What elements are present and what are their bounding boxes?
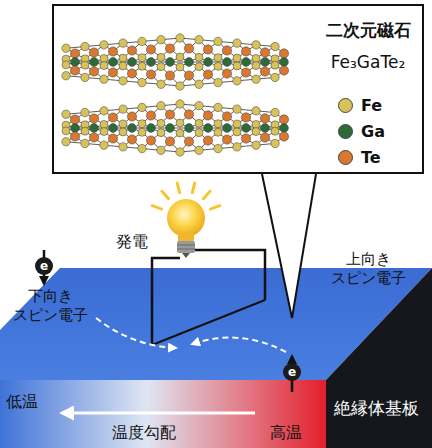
electron-symbol: e — [288, 366, 296, 378]
legend-swatch — [338, 150, 353, 165]
legend-row: Fe — [338, 92, 385, 118]
electron-path — [192, 338, 286, 352]
electron-symbol: e — [40, 260, 48, 272]
gradient-label: 温度勾配 — [112, 423, 176, 443]
formula: Fe₃GaTe₂ — [316, 52, 420, 73]
legend-swatch — [338, 98, 353, 113]
crystal-structure — [62, 34, 289, 156]
spin-label: 下向き スピン電子 — [4, 287, 96, 325]
leader-line — [262, 174, 292, 318]
substrate-side — [326, 268, 432, 448]
temperature-label: 高温 — [270, 423, 302, 443]
legend-row: Te — [338, 144, 385, 170]
temperature-label: 低温 — [6, 392, 38, 412]
legend-swatch — [338, 124, 353, 139]
electron: e — [283, 363, 301, 381]
substrate-front — [0, 380, 326, 448]
callout-ground — [53, 5, 421, 173]
legend-label: Ga — [361, 122, 385, 141]
output-label: 発電 — [116, 232, 148, 252]
callout-box: 二次元磁石 Fe₃GaTe₂ FeGaTe — [52, 4, 424, 174]
heading: 二次元磁石 — [316, 20, 420, 41]
electron: e — [35, 257, 53, 275]
wire — [192, 250, 265, 300]
light-bulb — [152, 183, 220, 258]
electron-path — [96, 318, 176, 348]
legend-label: Te — [361, 148, 381, 167]
spin-label: 上向き スピン電子 — [318, 250, 418, 288]
leader-line — [292, 174, 316, 318]
wire — [152, 258, 180, 345]
legend: FeGaTe — [338, 92, 385, 170]
substrate-label: 絶縁体基板 — [334, 398, 419, 419]
legend-label: Fe — [361, 96, 382, 115]
callout-wedge — [262, 173, 316, 318]
legend-row: Ga — [338, 118, 385, 144]
gradient-arrow — [62, 412, 255, 415]
